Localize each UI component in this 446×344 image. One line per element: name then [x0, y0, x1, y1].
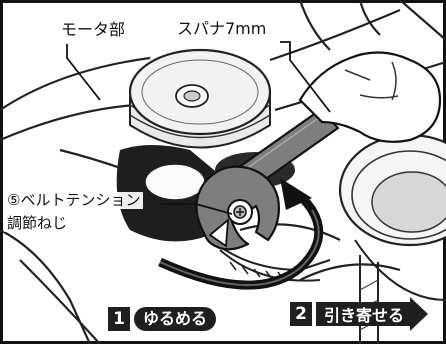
label-bolt-line2: 調節ねじ — [4, 215, 71, 232]
leader-bolt — [160, 203, 233, 215]
step-2: 2 引き寄せる — [290, 297, 429, 331]
step-2-text: 引き寄せる — [316, 302, 411, 326]
hand-icon — [298, 51, 442, 143]
step-2-number: 2 — [290, 302, 312, 326]
leader-lines — [66, 41, 331, 215]
label-bolt-line1: ⑤ベルトテンション — [4, 192, 144, 209]
step-1: 1 ゆるめる — [108, 307, 217, 331]
rotate-loosen-arrow — [158, 178, 324, 290]
step-1-number: 1 — [108, 307, 130, 331]
leader-spanner — [280, 41, 331, 113]
leader-motor — [66, 44, 101, 101]
step-2-arrow-icon — [410, 297, 429, 331]
motor-pulley — [128, 48, 272, 149]
right-cylinder — [338, 133, 446, 344]
step-1-text: ゆるめる — [134, 307, 217, 331]
label-spanner: スパナ7mm — [174, 20, 270, 38]
label-motor: モータ部 — [58, 21, 129, 39]
